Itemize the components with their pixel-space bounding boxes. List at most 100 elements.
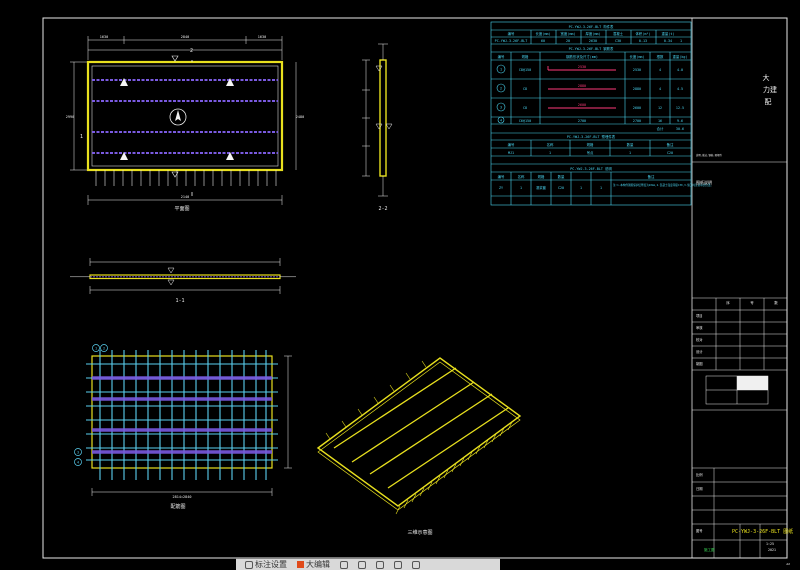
toolbar-annotate-button[interactable]: 标注设置 [242,560,290,570]
t4-h1: 名称 [518,174,525,179]
plan-rebar-lines [92,79,278,154]
table-text: PC-YWJ-3-26F-BLT 构件表 编号 长度(mm) 宽度(mm) 厚度… [495,24,714,190]
component-tables[interactable] [490,21,692,206]
t3-h1: 名称 [547,142,554,147]
title-filled-cell [737,376,768,390]
t2-r4-shape: 2700 [578,119,586,123]
t1-r2: 20 [566,39,570,43]
t4-h0: 编号 [498,174,505,179]
toolbar-save-button[interactable] [409,560,423,570]
cut-mark-2: 2 [190,48,193,54]
plan-view[interactable]: 1630 2840 1630 2140 2990 2480 1 2 平面图 [66,35,304,212]
table-title-3: PC-YWJ-3-26F-BLT 预埋件表 [567,134,616,139]
share-icon [376,560,384,569]
t3-r4: C20 [667,151,673,155]
t4-r5: 1 [600,186,602,190]
t2-r2-id: 2 [500,87,502,91]
plan-dim-3: 1630 [258,35,266,39]
table-note: 注:1.本构件钢筋保护层厚度为20mm,2.混凝土强度等级C30,3.施工时注意… [613,183,713,187]
t3-r1: 1 [549,151,551,155]
t1-r5: 0.13 [639,39,647,43]
t4-r2: 灌浆套 [536,185,547,190]
table-title-4: PC-YWJ-3-26F-BLT 说明 [570,166,612,171]
rebar-tag-icons [74,344,108,466]
t3-h2: 规格 [587,142,594,147]
rebar-label: 配筋图 [170,503,185,510]
drawing-no-label: 图号 [696,528,703,533]
t2-r4-count: 16 [658,119,662,123]
t2-r4-len: 2700 [633,119,641,123]
rebar-tag-4: 4 [77,461,79,465]
table-title-1: PC-YWJ-3-26F-BLT 构件表 [569,24,614,29]
sheet-code: A2 [786,562,790,566]
tb-row-0: 项目 [696,314,703,318]
rebar-tag-2: 2 [103,347,105,351]
t3-h4: 备注 [667,142,674,147]
designer-char-2: 力建 [763,85,777,94]
t4-h3: 数量 [558,174,565,179]
t1-r0: PC-YWJ-3-26F-BLT [495,39,528,43]
plan-dim-bottom: 2140 [181,195,189,199]
section-2-2-view[interactable]: 2-2 [362,43,393,212]
t1-h2: 宽度(mm) [561,31,576,36]
north-arrow-icon [169,108,187,126]
scale-value: 1:25 [766,542,774,546]
t4-h2: 规格 [538,174,545,179]
t3-r3: 1 [629,151,631,155]
elevation-marker-icon [171,55,179,178]
t1-r3: 2630 [589,39,597,43]
t2-r1-spec: C8@150 [519,68,531,72]
t2-h3: 长度(mm) [630,54,645,59]
table-title-2: PC-YWJ-3-26F-BLT 钢筋表 [569,46,614,51]
t2-h4: 根数 [657,54,664,59]
toolbar-text-button[interactable] [355,560,369,570]
bottom-toolbar[interactable]: 标注设置 大编辑 [236,558,500,570]
t2-r3-wt: 12.5 [676,106,684,110]
save-icon [412,560,420,569]
title-block-text: 大 力建 配 说明,做法,钢筋,预埋件 图纸说明 序 号 数 项目 审核 校对 … [696,73,793,566]
t2-r1-wt: 4.0 [677,68,683,72]
total-value: 30.6 [676,127,684,131]
cut-mark-1: 1 [80,134,83,140]
t2-r3-spec: C8 [523,106,527,110]
t1-h3: 厚度(mm) [586,31,601,36]
t2-h2: 钢筋形状及尺寸(mm) [566,54,598,59]
t1-h5: 体积(m³) [636,31,651,36]
tb-row-2: 校对 [696,337,703,342]
t1-h6: 重量(t) [662,31,675,36]
pen-icon [340,560,348,569]
isometric-view[interactable]: 三维示意图 [316,357,522,536]
t1-r4: C30 [615,39,621,43]
t4-r3: C20 [558,186,564,190]
plan-dim-1: 1630 [100,35,108,39]
plan-dim-right: 2480 [296,115,304,119]
designer-char-3: 配 [765,98,772,106]
t3-h3: 数量 [627,142,634,147]
t2-r2-len: 2880 [633,87,641,91]
drawing-no: PC-YWJ-3-26F-BLT 图纸 [732,528,793,535]
toolbar-print-button[interactable] [391,560,405,570]
t2-r3-id: 3 [500,106,502,110]
t1-r7: 1 [680,39,682,43]
rebar-vertical-bars [99,350,267,480]
text-icon [358,560,366,569]
t2-r4-spec: C6@150 [519,119,531,123]
plan-dim-left: 2990 [66,115,74,119]
t1-r6: 0.34 [664,39,672,43]
t2-r2-spec: C8 [523,87,527,91]
toolbar-edit-button[interactable]: 大编辑 [294,560,333,570]
rebar-plan-view[interactable]: 1 2 3 4 2814=2840 配筋图 [74,344,293,511]
t3-r2: 吊点 [587,150,594,155]
t4-h4: 备注 [648,174,655,179]
t1-h4: 混凝土 [613,31,624,36]
rebar-main-bars [92,376,272,454]
small-note: 说明,做法,钢筋,预埋件 [696,153,722,157]
section-1-1-view[interactable]: 1-1 [70,258,296,304]
rebar-tag-3: 3 [77,451,79,455]
toolbar-pen-button[interactable] [337,560,351,570]
t2-h5: 重量(kg) [673,54,688,59]
toolbar-share-button[interactable] [373,560,387,570]
t2-r1-len: 2530 [633,68,641,72]
t3-r0: MJ1 [508,151,514,155]
